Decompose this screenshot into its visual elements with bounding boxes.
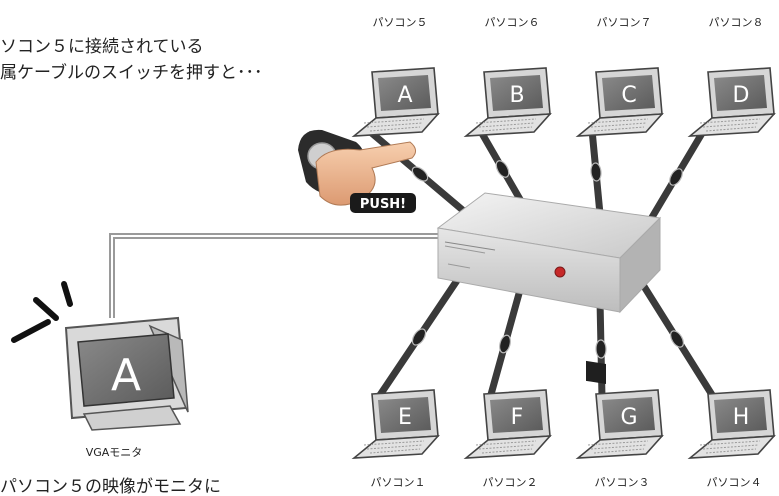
laptop-top-4-screen (714, 75, 767, 111)
laptop-top-2: B (463, 67, 552, 137)
caption-bottom-line1: パソコン５の映像がモニタに (0, 477, 221, 496)
emphasis-mark-3 (61, 281, 73, 307)
laptop-top-4-screen-letter: D (733, 83, 750, 108)
caption-top-line1: ソコン５に接続されている (0, 37, 204, 57)
monitor-label: VGAモニタ (86, 446, 143, 459)
laptop-bottom-3: G (575, 389, 664, 459)
switch-front-print (444, 241, 496, 251)
switch-front-print-2 (444, 245, 486, 254)
laptop-top-2-keyboard-row (475, 118, 537, 124)
laptop-bottom-2-screen-letter: F (511, 405, 524, 430)
laptop-bottom-1: E (351, 389, 440, 459)
laptop-top-3-keyboard-row (593, 126, 645, 132)
laptop-bottom-3-keyboard-row (587, 440, 649, 446)
laptop-top-3-keyboard-row (590, 122, 647, 128)
laptop-top-2-screen-letter: B (509, 83, 524, 108)
kvm-switch-box (436, 192, 662, 384)
pc-label-bottom-4: パソコン４ (707, 476, 762, 489)
cable-bottom-3-ferrite (595, 339, 607, 359)
laptop-bottom-4-screen-letter: H (733, 405, 750, 430)
laptop-bottom-2-keyboard-row (481, 448, 533, 454)
pc-label-top-3: パソコン７ (597, 16, 652, 29)
laptop-bottom-2-screen (490, 397, 543, 433)
push-badge (350, 193, 416, 213)
push-hand-illustration: PUSH! (298, 129, 416, 213)
cable-top-2-ferrite (495, 160, 510, 178)
laptop-bottom-4-keyboard-row (702, 444, 759, 450)
laptop-bottom-4-keyboard-row (705, 448, 757, 454)
laptop-top-4: D (687, 67, 776, 137)
laptop-top-2-keyboard-row (481, 126, 533, 132)
cable-bottom-1-ferrite (411, 328, 427, 346)
laptop-top-1-screen-letter: A (397, 83, 412, 108)
monitor-screen (77, 333, 175, 407)
laptop-bottom-1-screen (378, 397, 431, 433)
laptop-top-4-keyboard-row (702, 122, 759, 128)
laptop-top-3-screen-letter: C (621, 83, 636, 108)
laptop-bottom-3-screen-letter: G (620, 405, 637, 430)
laptop-top-1-keyboard-row (366, 122, 423, 128)
laptop-bottom-4-screen (714, 397, 767, 433)
switch-power-button (586, 360, 606, 384)
laptop-top-4-keyboard-row (705, 126, 757, 132)
laptop-top-3: C (575, 67, 664, 137)
laptop-bottom-3-screen (602, 397, 655, 433)
laptop-bottom-4: H (687, 389, 776, 459)
cable-top-1-ferrite (411, 166, 429, 182)
cable-bottom-4-ferrite (670, 330, 684, 348)
laptop-bottom-2-keyboard-row (478, 444, 535, 450)
laptop-top-4-keyboard-row (699, 118, 761, 124)
laptop-bottom-1-screen-letter: E (398, 405, 412, 430)
laptop-bottom-1-keyboard-row (366, 444, 423, 450)
laptop-bottom-4-keyboard-row (699, 440, 761, 446)
laptop-top-1: A (351, 67, 440, 137)
laptop-top-1-screen (378, 75, 431, 111)
emphasis-mark-2 (33, 297, 59, 321)
caption-top-line2: 属ケーブルのスイッチを押すと･･･ (0, 62, 262, 83)
laptop-top-3-keyboard-row (587, 118, 649, 124)
laptop-bottom-2-keyboard-row (475, 440, 537, 446)
laptop-top-1-keyboard-row (363, 118, 425, 124)
laptop-bottom-1-keyboard-row (363, 440, 425, 446)
laptop-bottom-2: F (463, 389, 552, 459)
pc-label-top-1: パソコン５ (373, 16, 428, 29)
vga-monitor: A VGAモニタ (11, 281, 189, 459)
emphasis-mark-1 (11, 319, 51, 343)
laptop-bottom-3-keyboard-row (590, 444, 647, 450)
laptop-top-1-keyboard-row (369, 126, 421, 132)
laptop-top-2-keyboard-row (478, 122, 535, 128)
monitor-stand (82, 405, 182, 431)
vga-cable-inner (111, 235, 470, 318)
pc-label-bottom-2: パソコン２ (483, 476, 538, 489)
pc-label-bottom-3: パソコン３ (595, 476, 650, 489)
cable-top-3-ferrite (590, 162, 602, 182)
finger-icon (315, 141, 416, 206)
laptop-top-3-screen (602, 75, 655, 111)
pc-label-bottom-1: パソコン１ (371, 476, 426, 489)
switch-front-print-3 (447, 263, 471, 269)
switch-side-face (619, 216, 661, 314)
pc-label-top-4: パソコン８ (709, 16, 764, 29)
cables (364, 126, 718, 402)
cable-top-4-ferrite (669, 168, 683, 186)
laptop-bottom-1-keyboard-row (369, 448, 421, 454)
pc-label-top-2: パソコン６ (485, 16, 540, 29)
cable-bottom-2-ferrite (499, 334, 511, 354)
laptop-top-2-screen (490, 75, 543, 111)
vga-cable (109, 233, 470, 318)
monitor-screen-letter: A (111, 350, 141, 401)
switch-led-icon (554, 266, 566, 278)
laptop-bottom-3-keyboard-row (593, 448, 645, 454)
push-label: PUSH! (360, 197, 406, 212)
